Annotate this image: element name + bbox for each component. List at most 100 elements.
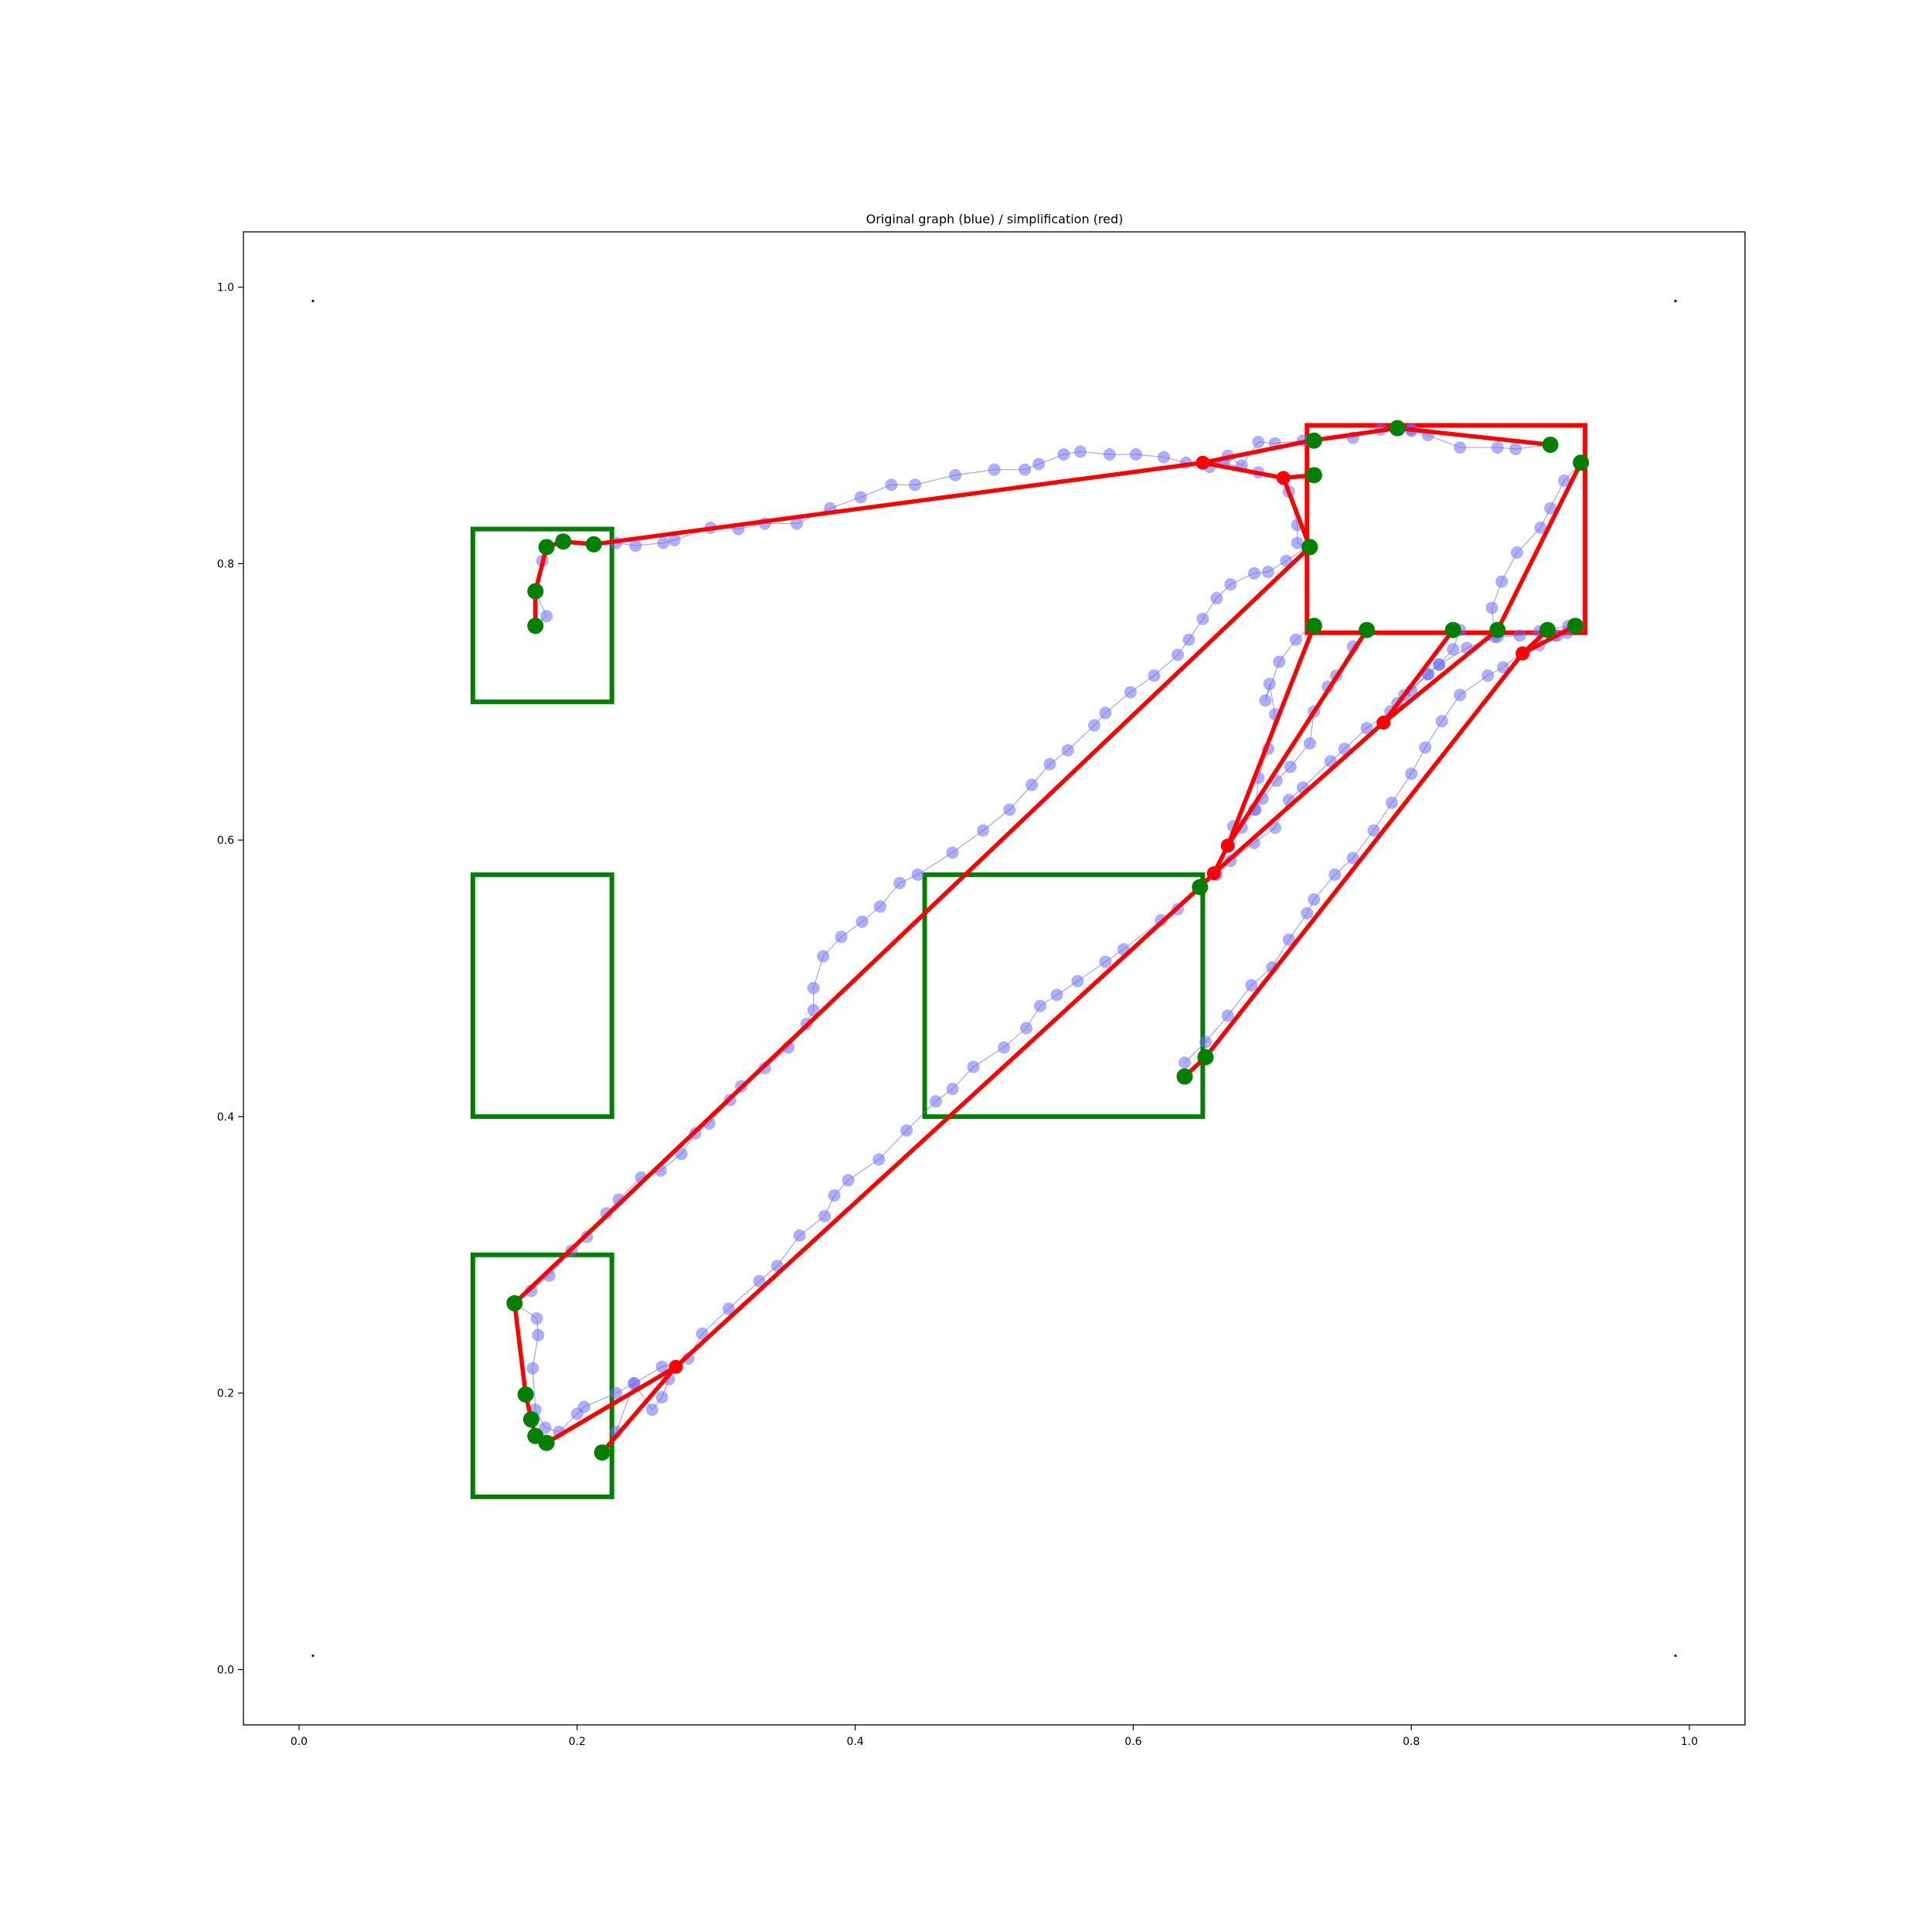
original-node <box>1303 736 1316 750</box>
original-node <box>1268 821 1281 835</box>
x-tick-label: 0.2 <box>569 1736 586 1748</box>
original-node <box>1405 767 1418 781</box>
simplified-edge <box>1381 628 1500 725</box>
region-node <box>1489 621 1506 638</box>
original-node <box>610 1386 623 1400</box>
region-node <box>538 539 555 556</box>
original-node <box>1003 803 1016 816</box>
axes-frame <box>243 231 1746 1726</box>
original-node <box>1124 685 1137 699</box>
original-node <box>977 824 990 837</box>
original-node <box>655 1360 668 1373</box>
corner-marker <box>311 1654 315 1658</box>
original-node <box>1074 445 1087 458</box>
original-node <box>854 491 867 504</box>
original-node <box>818 1209 832 1223</box>
original-node <box>1071 975 1084 988</box>
original-node <box>1435 715 1448 728</box>
original-node <box>1301 906 1314 920</box>
simplified-edge <box>1395 426 1553 447</box>
original-node <box>873 900 886 913</box>
simplified-node <box>1196 455 1210 470</box>
region-node <box>1444 621 1461 638</box>
original-node <box>675 1148 688 1161</box>
simplified-node <box>1220 838 1235 853</box>
original-node <box>1182 633 1196 646</box>
original-node <box>1178 1056 1191 1070</box>
original-node <box>1273 655 1286 668</box>
simplified-edge <box>1200 460 1286 481</box>
original-node <box>793 1229 806 1242</box>
original-node <box>949 468 962 481</box>
original-node <box>1367 824 1380 837</box>
original-node <box>1148 669 1161 682</box>
original-node <box>1433 658 1446 671</box>
simplified-edge <box>544 1364 679 1445</box>
region-node <box>522 1411 539 1428</box>
original-node <box>1099 955 1112 968</box>
original-node <box>1328 868 1342 881</box>
original-node <box>1050 988 1063 1002</box>
region-node <box>527 617 544 634</box>
region-node <box>1542 436 1559 453</box>
original-node <box>872 1153 886 1166</box>
region-node <box>1539 621 1556 638</box>
original-node <box>988 463 1001 476</box>
y-tick-label: 0.8 <box>217 558 234 570</box>
original-node <box>1544 502 1557 515</box>
simplified-edge <box>1281 475 1312 549</box>
original-node <box>1346 852 1359 865</box>
original-node <box>1099 706 1112 719</box>
original-node <box>628 1377 641 1390</box>
simplified-edge <box>1203 651 1525 1060</box>
region-node <box>1197 1049 1214 1066</box>
region-box <box>470 872 614 1119</box>
region-box <box>922 872 1206 1119</box>
original-node <box>911 868 924 881</box>
original-node <box>791 517 804 530</box>
original-node <box>946 1083 959 1096</box>
original-node <box>1043 757 1056 770</box>
original-node <box>1360 722 1373 735</box>
simplified-edge <box>1212 720 1386 876</box>
region-node <box>1389 420 1406 437</box>
corner-marker <box>1674 1654 1677 1658</box>
original-node <box>1495 575 1509 588</box>
original-node <box>577 1400 590 1413</box>
original-node <box>645 1403 658 1417</box>
simplified-edge <box>1200 438 1314 465</box>
simplified-edge <box>600 1364 679 1455</box>
original-node <box>1558 474 1571 487</box>
x-tick-label: 0.4 <box>846 1736 863 1748</box>
y-tick-label: 0.0 <box>217 1664 234 1676</box>
original-node <box>885 478 898 492</box>
original-node <box>817 950 830 963</box>
simplified-edge <box>1520 624 1578 656</box>
corner-marker <box>311 299 315 303</box>
original-node <box>1130 448 1143 461</box>
original-node <box>1199 1036 1212 1049</box>
original-node <box>1534 521 1547 534</box>
simplified-edge <box>1495 460 1583 632</box>
region-node <box>1567 617 1584 634</box>
original-node <box>1057 448 1070 461</box>
simplified-edge <box>512 1301 528 1397</box>
original-node <box>1196 612 1209 625</box>
original-node <box>967 1060 980 1073</box>
original-node <box>842 1174 855 1187</box>
original-node <box>722 1302 735 1315</box>
original-node <box>540 610 553 623</box>
region-node <box>538 1434 555 1451</box>
original-node <box>1454 441 1467 454</box>
region-node <box>555 533 572 550</box>
original-node <box>1245 978 1258 992</box>
original-node <box>1291 536 1304 549</box>
original-node <box>1224 578 1237 591</box>
original-node <box>1421 668 1434 681</box>
original-node <box>1171 648 1184 662</box>
original-node <box>1032 457 1046 471</box>
simplified-node <box>1376 716 1391 730</box>
original-node <box>828 1189 841 1202</box>
